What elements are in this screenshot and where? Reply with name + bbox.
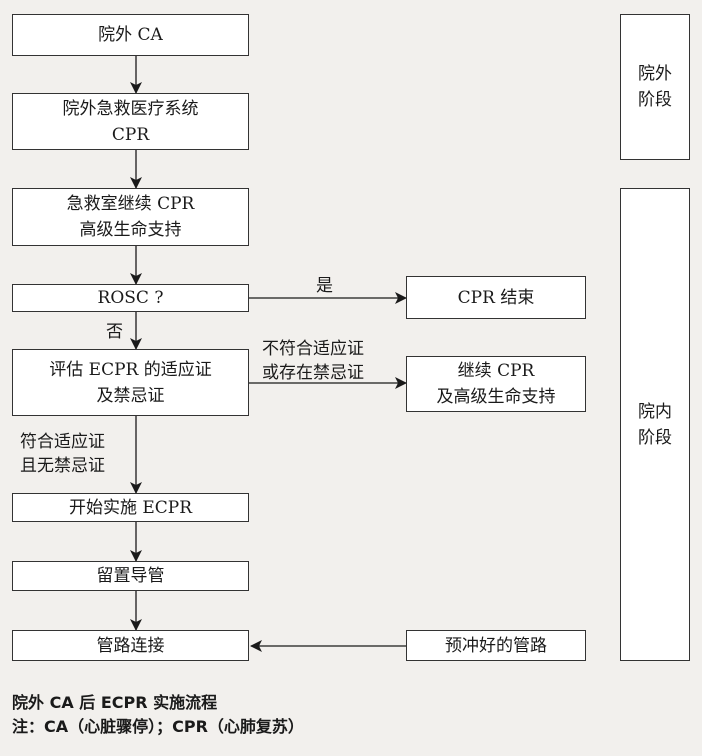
box-line: ROSC ? [97,288,164,308]
box-line: 留置导管 [96,566,165,586]
box-ems-cpr: 院外急救医疗系统 CPR [12,93,249,150]
label-line: 符合适应证 [20,432,105,452]
label-no: 否 [106,322,123,342]
box-out-of-hospital-ca: 院外 CA [12,14,249,56]
stage-out-of-hospital: 院外 阶段 [620,14,690,160]
label-line: 且无禁忌证 [20,456,105,476]
box-circuit-connect: 管路连接 [12,630,249,661]
stage-line: 院内 [638,401,672,422]
box-line: CPR [111,124,150,145]
box-line: 及高级生命支持 [436,387,556,407]
stage-line: 阶段 [638,90,672,110]
box-line: 预冲好的管路 [445,635,547,656]
stage-in-hospital: 院内 阶段 [620,188,690,661]
box-line: 继续 CPR [457,361,535,381]
stage-line: 院外 [638,64,672,84]
box-assess-ecpr: 评估 ECPR 的适应证 及禁忌证 [12,349,249,416]
figure-caption-title: 院外 CA 后 ECPR 实施流程 [12,693,218,712]
box-start-ecpr: 开始实施 ECPR [12,493,249,522]
box-line: 及禁忌证 [96,385,165,406]
box-cpr-end: CPR 结束 [406,276,586,319]
label-line: 不符合适应证 [262,339,364,359]
box-line: 院外急救医疗系统 [62,98,199,119]
figure-caption-note: 注：CA（心脏骤停）；CPR（心肺复苏） [12,717,304,736]
label-line: 或存在禁忌证 [262,363,364,383]
box-line: 开始实施 ECPR [68,497,193,518]
box-line: 管路连接 [96,635,165,656]
box-line: 评估 ECPR 的适应证 [49,359,212,380]
box-rosc-decision: ROSC ? [12,284,249,312]
label-indicated: 符合适应证 且无禁忌证 [20,430,105,478]
box-continue-cpr: 继续 CPR 及高级生命支持 [406,356,586,412]
stage-line: 阶段 [638,427,672,448]
box-line: 院外 CA [98,25,163,45]
box-er-continue-cpr: 急救室继续 CPR 高级生命支持 [12,188,249,246]
box-line: 急救室继续 CPR [66,194,195,214]
box-catheter: 留置导管 [12,561,249,591]
label-not-indicated: 不符合适应证 或存在禁忌证 [262,337,364,385]
box-line: 高级生命支持 [79,220,182,240]
box-primed-circuit: 预冲好的管路 [406,630,586,661]
box-line: CPR 结束 [457,287,535,308]
label-yes: 是 [316,276,333,296]
